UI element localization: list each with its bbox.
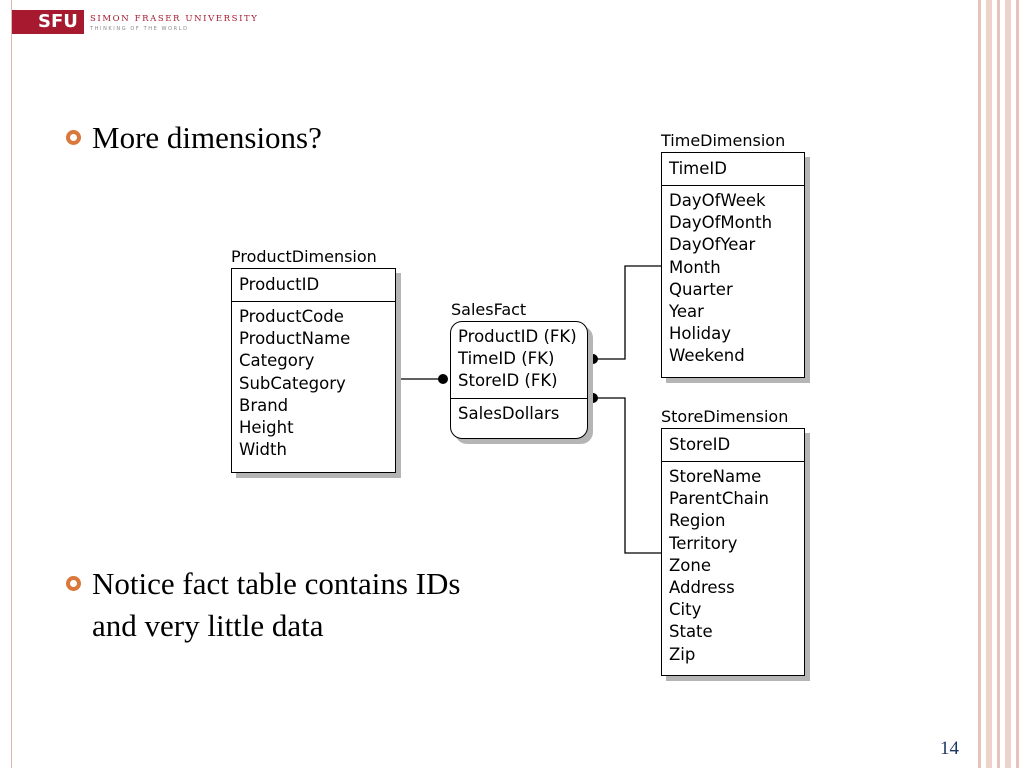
store-dimension-title: StoreDimension [661,407,789,426]
bullet-marker [66,130,81,145]
bullet-marker [66,576,81,591]
sales-fact-table: ProductID (FK) TimeID (FK) StoreID (FK) … [450,321,588,439]
field-row: State [669,622,713,642]
field-row: DayOfYear [669,235,756,255]
field-row: ProductID (FK) [458,327,577,346]
store-fields: StoreName ParentChain Region Territory Z… [662,462,804,670]
time-dimension-title: TimeDimension [661,131,786,150]
connector-dot [588,393,598,403]
sales-key-fields: ProductID (FK) TimeID (FK) StoreID (FK) [451,322,587,399]
field-row: Quarter [669,279,733,299]
field-row: ProductCode [239,307,344,326]
field-row: Category [239,351,315,371]
sales-fields: SalesDollars [451,399,587,429]
field-row: Weekend [669,346,745,366]
left-border-line [11,0,12,768]
field-row: SubCategory [239,373,346,393]
field-row: Month [669,257,721,277]
field-row: Width [239,440,287,460]
field-row: ParentChain [669,489,769,509]
field-row: Region [669,511,726,531]
field-row: DayOfMonth [669,213,773,233]
bullet-text: More dimensions? [92,120,322,155]
field-row: Zip [669,644,696,664]
university-name: SIMON FRASER UNIVERSITY [90,14,259,24]
time-fields: DayOfWeek DayOfMonth DayOfYear Month Qua… [662,186,804,372]
field-row: Zone [669,555,712,575]
bullet-text: Notice fact table contains IDs [92,566,461,601]
field-row: City [669,600,702,620]
time-key-field: TimeID [662,153,804,186]
field-row: Holiday [669,324,732,344]
connector-dot [438,374,448,384]
connector-sales-time [593,265,662,360]
sales-fact-title: SalesFact [451,300,527,319]
field-row: TimeID (FK) [458,349,555,369]
field-row: DayOfWeek [669,191,766,210]
product-dimension-title: ProductDimension [231,247,377,266]
right-border-band [978,0,1024,768]
store-dimension-table: StoreID StoreName ParentChain Region Ter… [661,428,805,676]
logo-abbr: SFU [12,10,84,34]
product-dimension-table: ProductID ProductCode ProductName Catego… [231,268,396,473]
time-dimension-table: TimeID DayOfWeek DayOfMonth DayOfYear Mo… [661,152,805,378]
product-key-field: ProductID [232,269,395,302]
product-fields: ProductCode ProductName Category SubCate… [232,302,395,465]
field-row: StoreName [669,467,762,486]
connector-sales-store [593,397,662,554]
field-row: Territory [669,533,738,553]
field-row: Address [669,577,735,597]
field-row: StoreID (FK) [458,371,558,391]
page-number: 14 [940,738,959,759]
field-row: Year [669,301,704,321]
store-key-field: StoreID [662,429,804,462]
connector-dot [588,354,598,364]
university-tagline: THINKING OF THE WORLD [90,26,189,32]
field-row: SalesDollars [458,404,560,423]
bullet-text: and very little data [92,608,324,643]
field-row: ProductName [239,329,351,349]
field-row: Height [239,417,294,437]
field-row: Brand [239,395,289,415]
